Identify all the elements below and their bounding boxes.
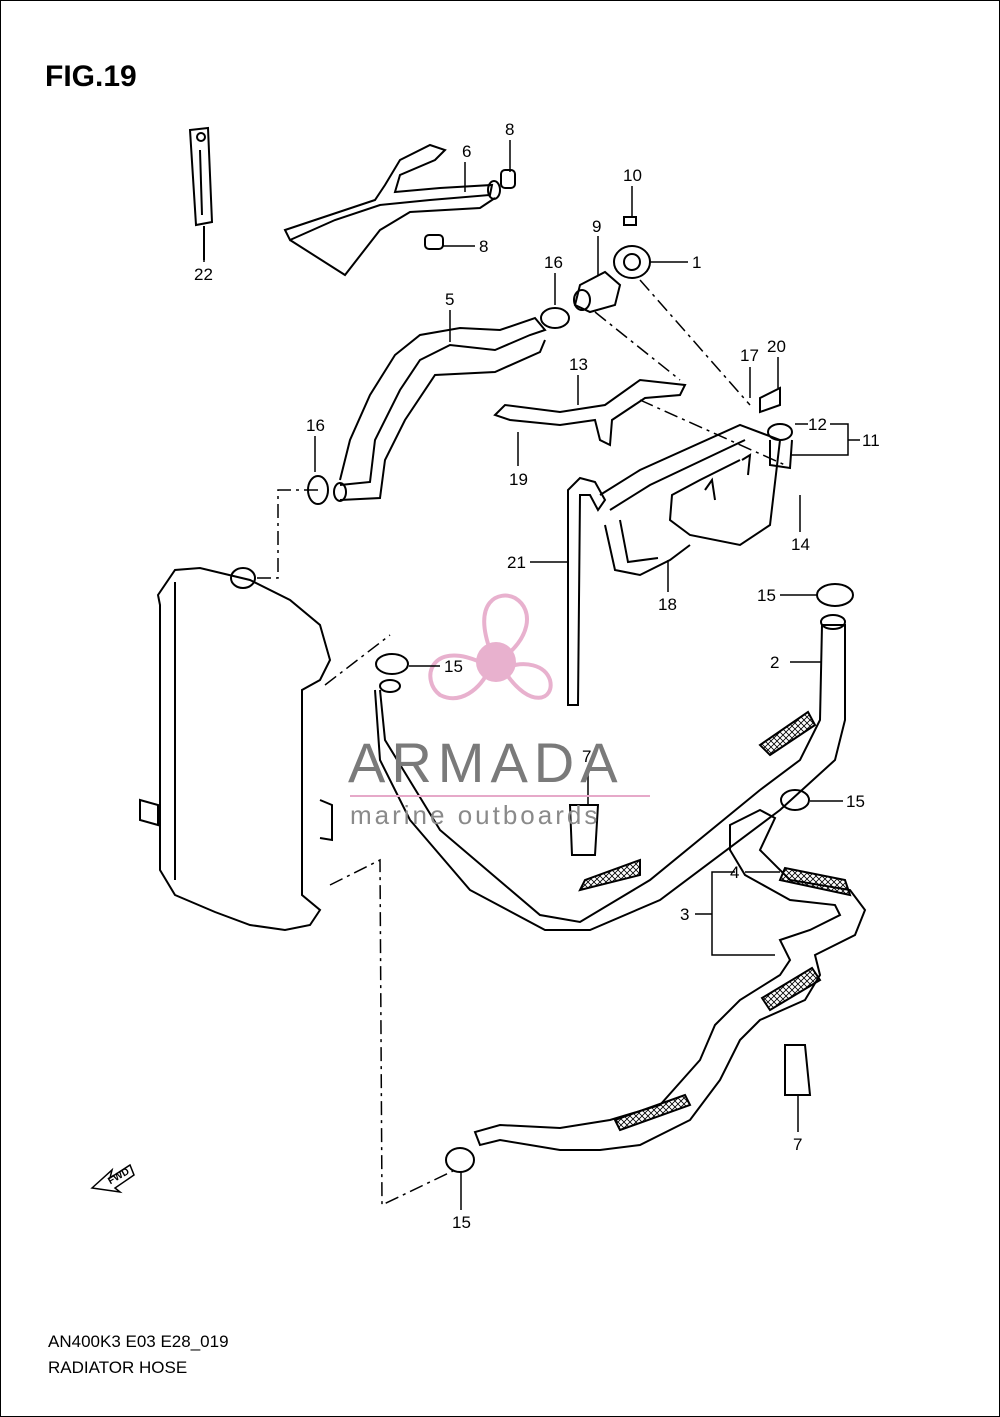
callout-4: 4: [730, 863, 739, 882]
callout-15a: 15: [757, 586, 776, 605]
watermark-tagline: marine outboards: [350, 800, 601, 830]
part-20-hose: [759, 386, 781, 414]
part-21-hose: [567, 476, 607, 706]
watermark-brand: ARMADA: [348, 731, 624, 794]
callout-8a: 8: [505, 120, 514, 139]
callout-16a: 16: [544, 253, 563, 272]
part-16-clamp: [307, 307, 570, 505]
watermark-propeller-icon: [428, 593, 553, 701]
part-8-clamp: [424, 169, 516, 250]
model-code: AN400K3 E03 E28_019: [48, 1332, 229, 1351]
connector-dash-lines: [255, 279, 786, 1207]
callout-15d: 15: [452, 1213, 471, 1232]
figure-title: FIG.19: [45, 60, 137, 93]
callout-10: 10: [623, 166, 642, 185]
callout-11: 11: [862, 431, 880, 450]
part-5-hose: [333, 316, 547, 502]
callout-14: 14: [791, 535, 810, 554]
callout-7b: 7: [793, 1135, 802, 1154]
callout-13: 13: [569, 355, 588, 374]
leader-lines: [203, 140, 860, 1210]
callout-15c: 15: [846, 792, 865, 811]
callout-3: 3: [680, 905, 689, 924]
callout-19: 19: [509, 470, 528, 489]
part-18-hose: [604, 519, 691, 577]
callout-16b: 16: [306, 416, 325, 435]
part-11-reservoir-tank: [599, 423, 782, 547]
part-10-bolt: [623, 216, 637, 226]
part-15-clamp: [375, 583, 854, 1173]
fwd-arrow-icon: FWD: [90, 1163, 135, 1194]
part-13-bracket: [493, 378, 687, 447]
callout-5: 5: [445, 290, 454, 309]
callout-9: 9: [592, 217, 601, 236]
part-6-hose: [283, 143, 501, 277]
part-9-housing: [573, 270, 622, 314]
callout-numbers: 1 2 3 4 5 6 7 7 8 8 9 10 11 12 13 14 15 …: [194, 120, 880, 1232]
callout-15b: 15: [444, 657, 463, 676]
callout-7a: 7: [582, 747, 591, 766]
callout-22: 22: [194, 265, 213, 284]
callout-20: 20: [767, 337, 786, 356]
callout-12: 12: [808, 415, 827, 434]
watermark-divider: [350, 795, 650, 797]
callout-6: 6: [462, 142, 471, 161]
radiator: [139, 566, 333, 932]
section-name: RADIATOR HOSE: [48, 1358, 188, 1377]
part-1-radiator-cap: [613, 245, 651, 279]
part-22-strap: [188, 126, 214, 260]
part-12-cap: [767, 423, 793, 470]
callout-8b: 8: [479, 237, 488, 256]
callout-17: 17: [740, 346, 759, 365]
callout-2: 2: [770, 653, 779, 672]
callout-21: 21: [507, 553, 526, 572]
part-2-hose: [374, 614, 846, 931]
callout-1: 1: [692, 253, 701, 272]
part-3-hose: [473, 808, 867, 1151]
callout-18: 18: [658, 595, 677, 614]
